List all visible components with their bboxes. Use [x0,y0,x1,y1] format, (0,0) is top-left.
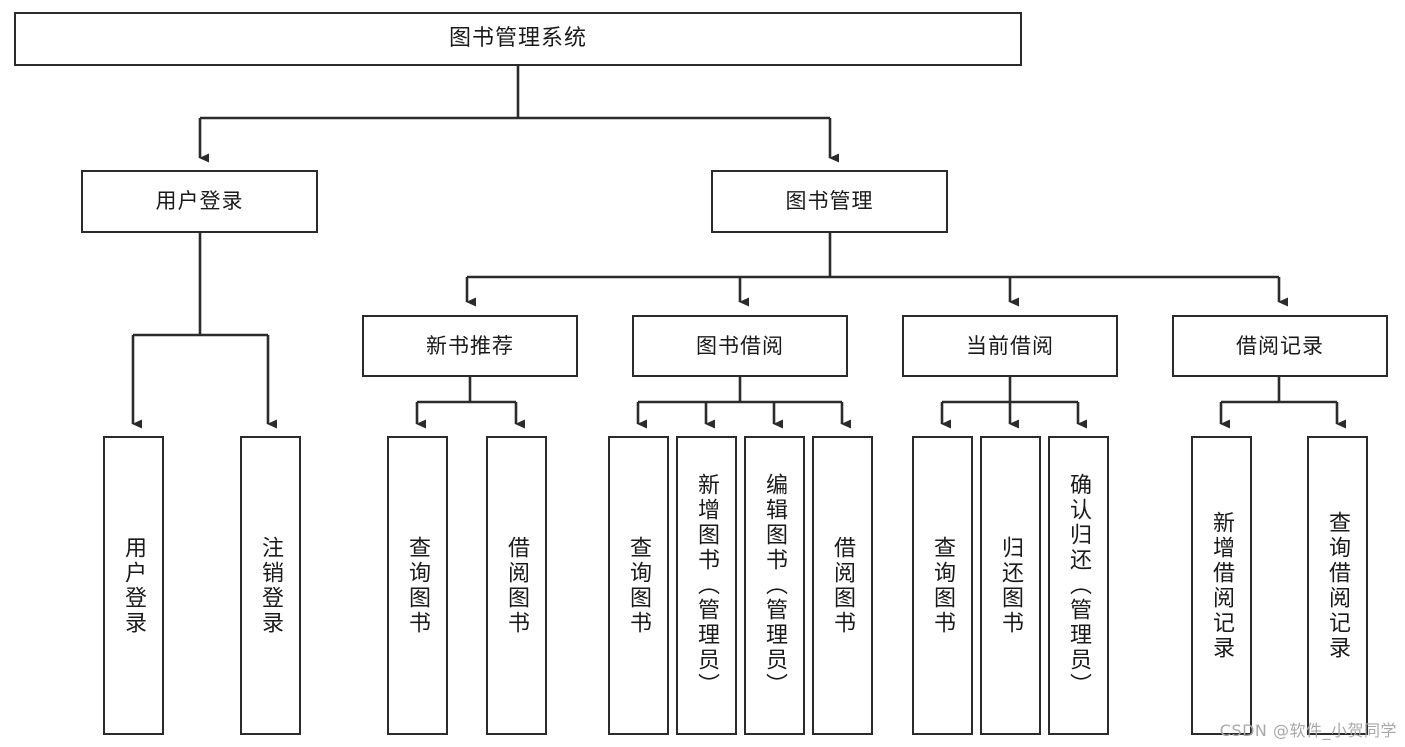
node-root-system[interactable]: 图书管理系统 [14,12,1022,66]
node-book-management[interactable]: 图书管理 [711,170,948,233]
watermark-text: CSDN @软件_小贺同学 [1219,721,1397,740]
node-current-borrow[interactable]: 当前借阅 [902,315,1118,377]
node-label: 确认归还（管理员） [1066,473,1092,698]
node-label: 新增图书（管理员） [694,473,720,698]
leaf-add-book[interactable]: 新增图书（管理员） [676,436,737,735]
node-label: 查询图书 [405,535,431,636]
leaf-borrow-book[interactable]: 借阅图书 [812,436,873,735]
node-label: 当前借阅 [966,333,1054,358]
leaf-query-book-current[interactable]: 查询图书 [912,436,973,735]
leaf-confirm-return[interactable]: 确认归还（管理员） [1048,436,1109,735]
node-label: 查询图书 [626,535,652,636]
node-new-book-recommend[interactable]: 新书推荐 [362,315,578,377]
node-label: 查询图书 [930,535,956,636]
leaf-query-borrow-record[interactable]: 查询借阅记录 [1307,436,1368,735]
node-label: 编辑图书（管理员） [762,473,788,698]
node-label: 新增借阅记录 [1209,510,1235,661]
node-label: 图书借阅 [696,333,784,358]
node-label: 归还图书 [998,535,1024,636]
node-label: 图书管理系统 [448,26,587,52]
leaf-edit-book[interactable]: 编辑图书（管理员） [744,436,805,735]
node-borrow-record[interactable]: 借阅记录 [1172,315,1388,377]
node-label: 借阅图书 [830,535,856,636]
leaf-add-borrow-record[interactable]: 新增借阅记录 [1191,436,1252,735]
node-label: 注销登录 [258,535,284,636]
leaf-query-book-recommend[interactable]: 查询图书 [387,436,448,735]
leaf-borrow-book-recommend[interactable]: 借阅图书 [486,436,547,735]
node-label: 查询借阅记录 [1325,510,1351,661]
node-label: 图书管理 [785,189,874,214]
node-label: 用户登录 [121,535,147,636]
leaf-query-book-borrow[interactable]: 查询图书 [608,436,669,735]
leaf-return-book[interactable]: 归还图书 [980,436,1041,735]
leaf-user-login[interactable]: 用户登录 [103,436,164,735]
leaf-user-logout[interactable]: 注销登录 [240,436,301,735]
node-book-borrow[interactable]: 图书借阅 [632,315,848,377]
node-label: 用户登录 [155,189,244,214]
node-user-login[interactable]: 用户登录 [81,170,318,233]
node-label: 新书推荐 [426,333,514,358]
node-label: 借阅图书 [504,535,530,636]
node-label: 借阅记录 [1236,333,1324,358]
